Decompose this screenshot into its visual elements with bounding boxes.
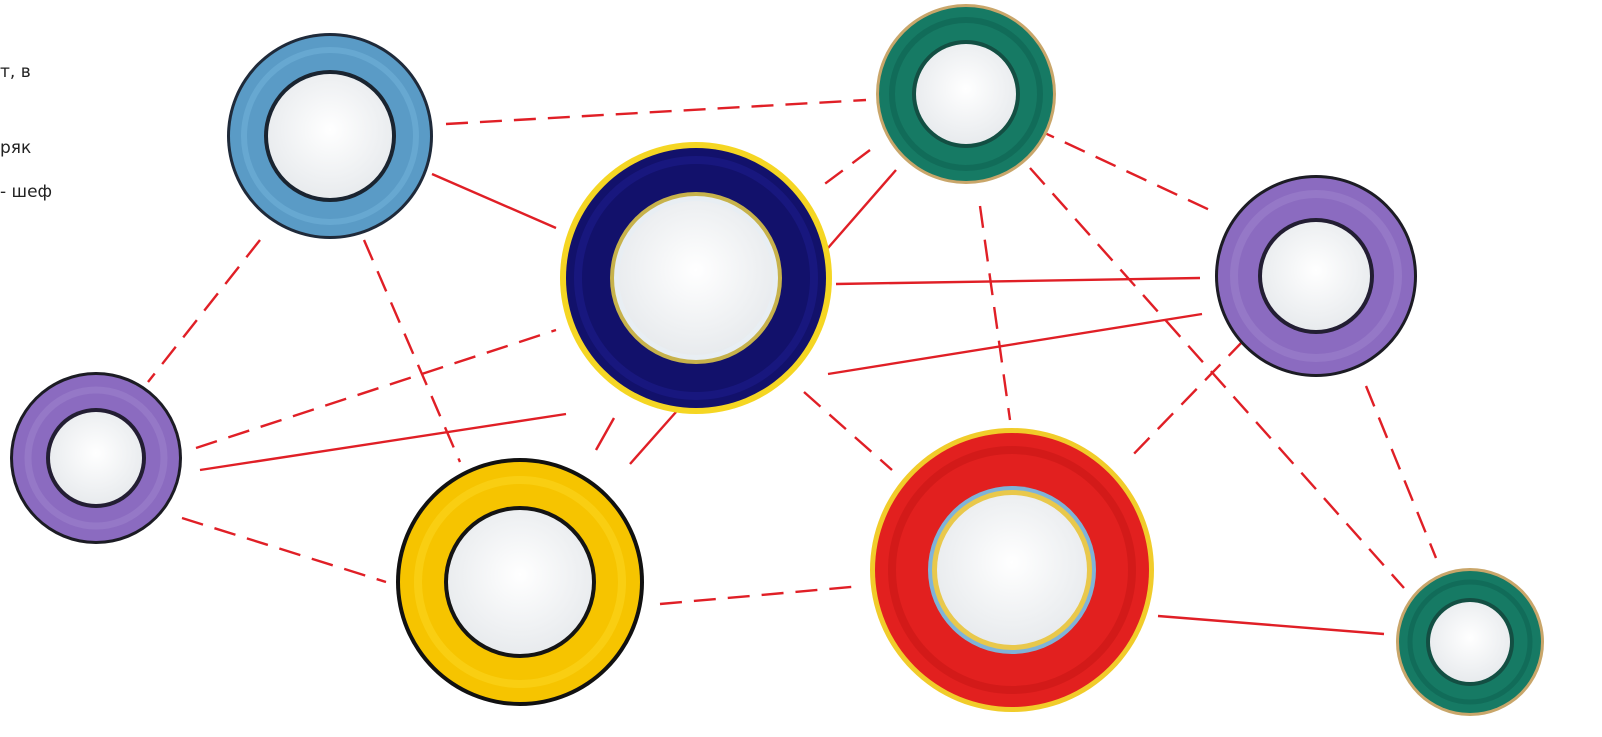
connector-lines (147, 98, 1438, 636)
connector-dashed (362, 239, 462, 463)
connector-dashed (1029, 167, 1405, 589)
purple-plate-left (10, 372, 182, 544)
teal-plate-bottom (1396, 568, 1544, 716)
connector-dashed (181, 516, 387, 584)
caption-line-1: т, в (0, 62, 31, 82)
connector-dashed (803, 391, 893, 471)
connector-dashed (659, 584, 863, 606)
connector-dashed (147, 239, 261, 383)
connector-dashed (195, 328, 557, 450)
connector-solid (431, 172, 557, 230)
navy-plate (560, 142, 832, 414)
connector-dashed (445, 98, 867, 126)
connector-solid (594, 417, 616, 451)
connector-dashed (1125, 339, 1245, 463)
connector-solid (199, 412, 567, 472)
connector-dashed (1364, 385, 1438, 559)
connector-solid (835, 276, 1201, 286)
connector-dashed (821, 149, 871, 187)
light-blue-plate (227, 33, 433, 239)
connector-solid (1157, 614, 1385, 636)
connector-dashed (978, 205, 1012, 421)
yellow-plate (396, 458, 644, 706)
connector-dashed (1033, 126, 1215, 214)
connector-solid (827, 312, 1203, 376)
connector-solid (827, 169, 897, 249)
teal-plate-top (876, 4, 1056, 184)
red-plate (870, 428, 1154, 712)
caption-line-3: - шеф (0, 182, 53, 202)
caption-line-2: ряк (0, 138, 32, 158)
purple-plate-right (1215, 175, 1417, 377)
connector-solid (629, 411, 677, 465)
